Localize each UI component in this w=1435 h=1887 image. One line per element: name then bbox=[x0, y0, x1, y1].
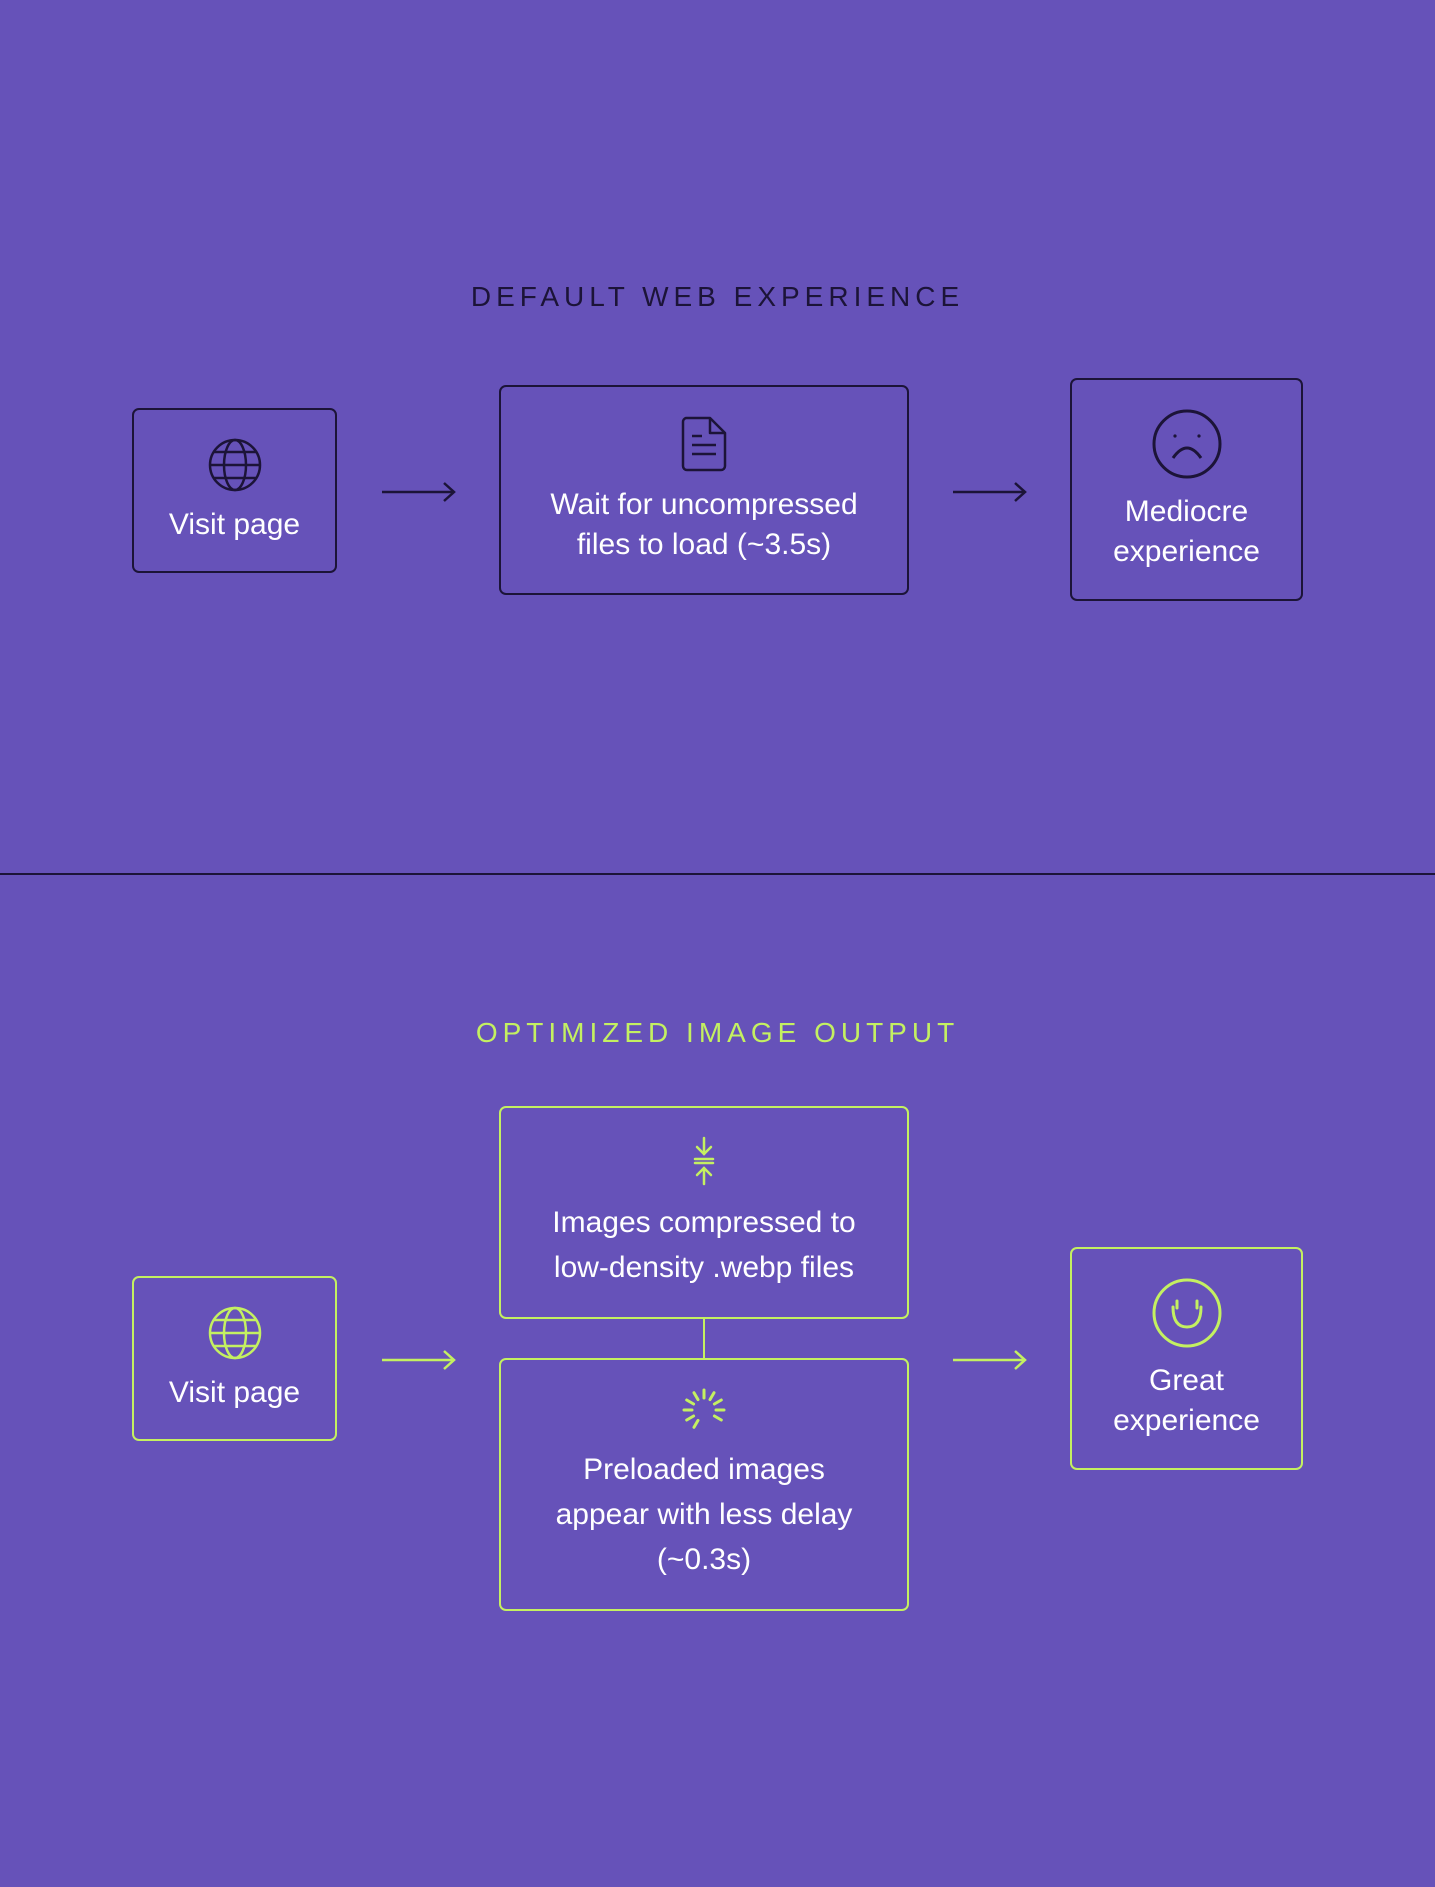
spinner-icon bbox=[682, 1388, 726, 1429]
step-label: Mediocre experience bbox=[1113, 494, 1260, 568]
step-label: Images compressed to low-density .webp f… bbox=[552, 1205, 856, 1284]
step-label: Preloaded images appear with less delay … bbox=[555, 1453, 853, 1576]
compress-icon bbox=[693, 1136, 715, 1185]
step-label: Visit page bbox=[168, 1375, 301, 1409]
sad-face-icon bbox=[1152, 409, 1221, 478]
step-preloaded-images: Preloaded images appear with less delay … bbox=[499, 1358, 909, 1611]
happy-face-icon bbox=[1152, 1278, 1221, 1347]
section-divider bbox=[0, 873, 1435, 875]
step-label: Wait for uncompressed files to load (~3.… bbox=[550, 488, 858, 561]
step-label: Great experience bbox=[1113, 1363, 1260, 1437]
step-label: Visit page bbox=[168, 507, 301, 541]
globe-icon bbox=[208, 1306, 261, 1359]
document-icon bbox=[681, 416, 727, 472]
step-visit-page-optimized: Visit page bbox=[132, 1276, 337, 1441]
optimized-section-title: OPTIMIZED IMAGE OUTPUT bbox=[475, 1017, 960, 1048]
arrow-icon bbox=[382, 1350, 456, 1370]
step-images-compressed: Images compressed to low-density .webp f… bbox=[499, 1106, 909, 1319]
arrow-icon bbox=[382, 482, 456, 502]
step-visit-page-default: Visit page bbox=[132, 408, 337, 573]
step-great-experience: Great experience bbox=[1070, 1247, 1303, 1470]
globe-icon bbox=[208, 438, 261, 491]
connector-line bbox=[703, 1318, 705, 1360]
default-section-title: DEFAULT WEB EXPERIENCE bbox=[470, 281, 965, 312]
arrow-icon bbox=[953, 482, 1027, 502]
step-mediocre-experience: Mediocre experience bbox=[1070, 378, 1303, 601]
arrow-icon bbox=[953, 1350, 1027, 1370]
step-wait-uncompressed: Wait for uncompressed files to load (~3.… bbox=[499, 385, 909, 595]
